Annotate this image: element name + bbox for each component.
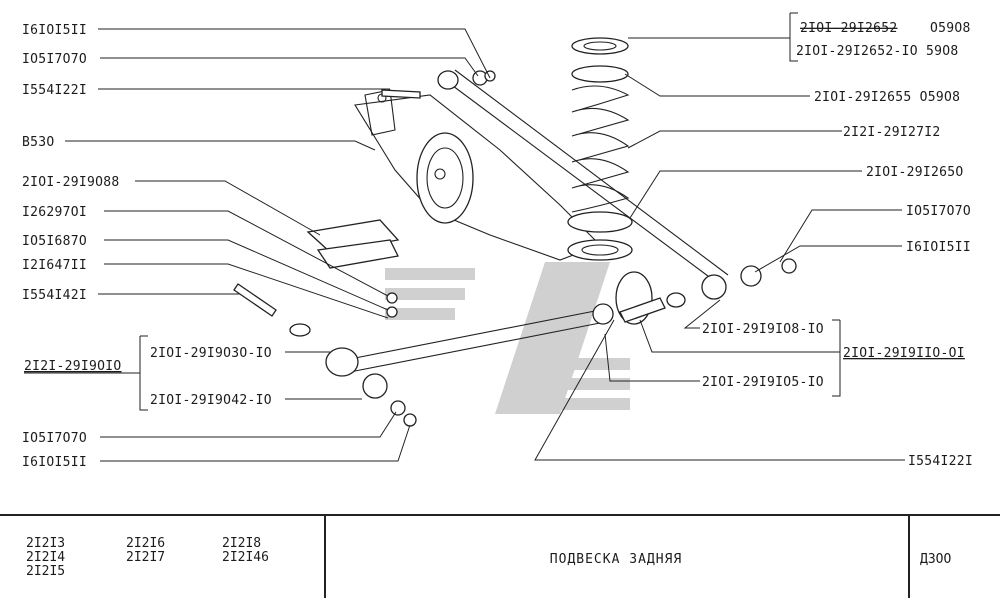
callout-I2I647II: I2I647II xyxy=(22,258,87,273)
callout-O59O8-top: O59O8 xyxy=(930,21,971,36)
callout-I6IOI5II-bottom: I6IOI5II xyxy=(22,455,87,470)
callout-I554I22I-left: I554I22I xyxy=(22,83,87,98)
callout-I6IOI5II-right: I6IOI5II xyxy=(906,240,971,255)
callout-IO5I7O7O-top: IO5I7O7O xyxy=(22,52,87,67)
callout-IO5I7O7O-bottom: IO5I7O7O xyxy=(22,431,87,446)
callout-2IOI-29I2652-IO: 2IOI-29I2652-IO 59O8 xyxy=(796,44,959,59)
sheet-title: ПОДВЕСКА ЗАДНЯЯ xyxy=(549,552,683,567)
upper-link xyxy=(437,69,729,300)
callout-group-2IOI-29I9IIO-OI: 2IOI-29I9IIO-OI xyxy=(843,346,965,361)
model-code: 2I2I5 xyxy=(26,564,66,579)
models-cell: 2I2I3 2I2I4 2I2I5 2I2I6 2I2I7 2I2I8 2I2I… xyxy=(0,516,326,598)
callout-I554I42I: I554I42I xyxy=(22,288,87,303)
callout-IO5I687O: IO5I687O xyxy=(22,234,87,249)
callout-2IOI-29I9IO8-IO: 2IOI-29I9IO8-IO xyxy=(702,322,824,337)
lower-link xyxy=(325,303,614,427)
title-cell: ПОДВЕСКА ЗАДНЯЯ xyxy=(324,516,910,598)
callout-I6IOI5II-top: I6IOI5II xyxy=(22,23,87,38)
callout-I554I22I-right: I554I22I xyxy=(908,454,973,469)
models-column-1: 2I2I3 2I2I4 2I2I5 xyxy=(26,537,65,579)
model-code: 2I2I46 xyxy=(222,550,269,565)
coil-spring xyxy=(567,37,633,261)
sheet-code: Д3ОО xyxy=(920,552,952,567)
model-code: 2I2I8 xyxy=(222,536,262,551)
callout-IO5I7O7O-right: IO5I7O7O xyxy=(906,204,971,219)
model-code: 2I2I6 xyxy=(126,536,166,551)
callout-2IOI-29I2652-struck: 2IOI-29I2652 xyxy=(800,21,898,36)
callout-2IOI-29I9O42-IO: 2IOI-29I9O42-IO xyxy=(150,393,272,408)
model-code: 2I2I3 xyxy=(26,536,66,551)
callout-B530: B53O xyxy=(22,135,55,150)
callout-group-2I2I-29I9OIO: 2I2I-29I9OIO xyxy=(24,359,122,374)
watermark-logo xyxy=(385,262,630,414)
callout-I26297OI: I26297OI xyxy=(22,205,87,220)
models-column-2: 2I2I6 2I2I7 xyxy=(126,537,165,565)
suspension-diagram: I6IOI5II IO5I7O7O I554I22I B53O 2IOI-29I… xyxy=(22,12,973,470)
callout-2IOI-29I9O3O-IO: 2IOI-29I9O3O-IO xyxy=(150,346,272,361)
callout-2IOI-29I265O: 2IOI-29I265O xyxy=(866,165,964,180)
callout-2IOI-29I9IO5-IO: 2IOI-29I9IO5-IO xyxy=(702,375,824,390)
sheet-code-cell: Д3ОО xyxy=(908,516,1000,598)
left-fasteners xyxy=(233,70,496,337)
callout-2I2I-29I27I2: 2I2I-29I27I2 xyxy=(843,125,941,140)
models-column-3: 2I2I8 2I2I46 xyxy=(222,537,269,565)
model-code: 2I2I4 xyxy=(26,550,66,565)
model-code: 2I2I7 xyxy=(126,550,166,565)
callout-2IOI-29I9O88: 2IOI-29I9O88 xyxy=(22,175,120,190)
title-block: 2I2I3 2I2I4 2I2I5 2I2I6 2I2I7 2I2I8 2I2I… xyxy=(0,514,1000,598)
stabilizer-bracket xyxy=(306,219,400,269)
leader-lines xyxy=(24,12,905,462)
callout-2IOI-29I2655: 2IOI-29I2655 O59O8 xyxy=(814,90,960,105)
